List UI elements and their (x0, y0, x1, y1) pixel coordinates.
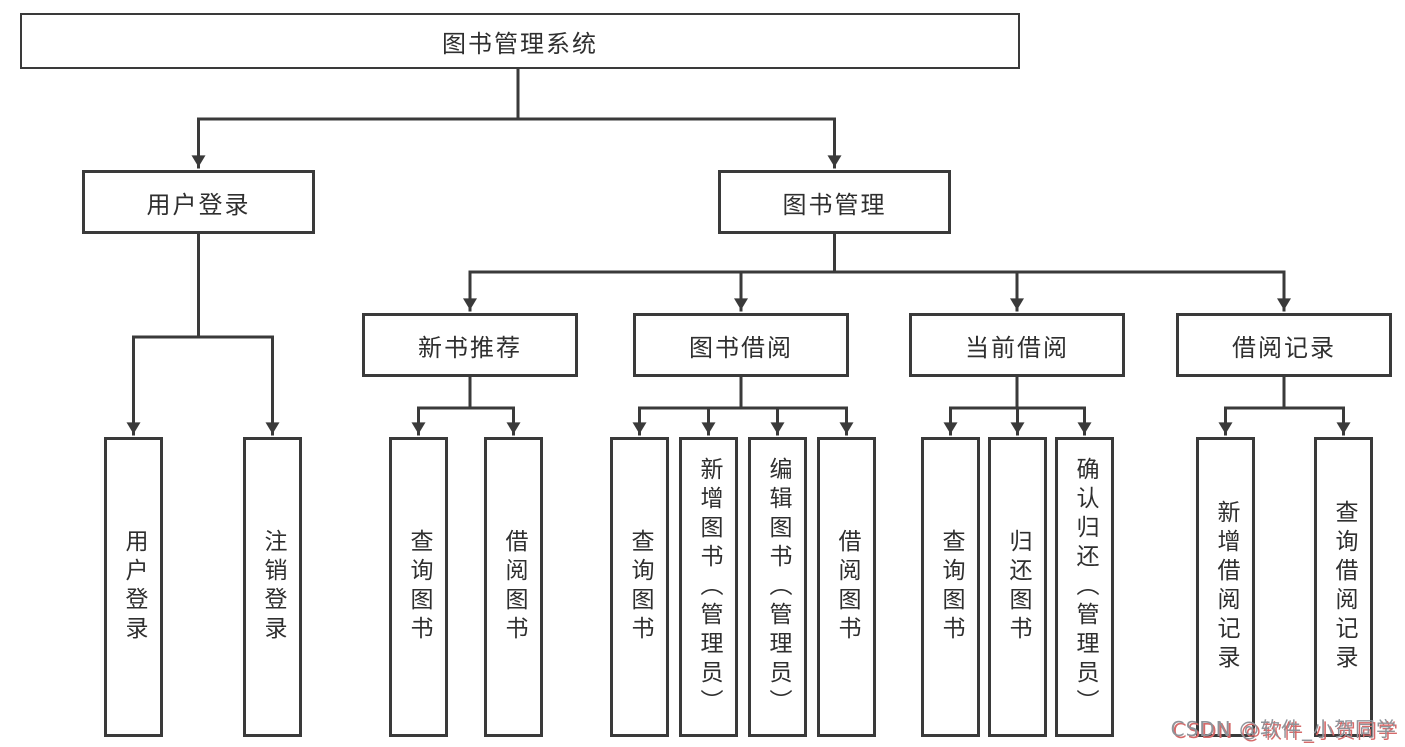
node-label: 查询图书 (627, 529, 653, 645)
node-label: 用户登录 (121, 529, 147, 645)
leaf-borrow-books: 借阅图书 (817, 437, 876, 737)
leaf-logout: 注销登录 (243, 437, 302, 737)
leaf-user-login: 用户登录 (104, 437, 163, 737)
node-label: 查询图书 (406, 529, 432, 645)
node-book-borrowing: 图书借阅 (633, 313, 849, 377)
node-label: 归还图书 (1005, 529, 1031, 645)
connector-borrowing-records-to-leaves (1218, 375, 1351, 436)
node-book-management: 图书管理 (718, 170, 951, 234)
leaf-borrow-books-recommend: 借阅图书 (484, 437, 543, 737)
connector-book-borrowing-to-leaves (632, 375, 854, 436)
node-borrowing-records: 借阅记录 (1176, 313, 1392, 377)
node-label: 图书管理 (782, 190, 887, 219)
connector-current-borrowing-to-leaves (943, 375, 1092, 436)
csdn-watermark: CSDN @软件_小贺同学 (1170, 717, 1397, 741)
node-label: 确认归还（管理员） (1072, 456, 1098, 718)
leaf-confirm-return-admin: 确认归还（管理员） (1055, 437, 1114, 737)
node-label: 图书管理系统 (442, 29, 598, 58)
leaf-edit-books-admin: 编辑图书（管理员） (748, 437, 807, 737)
node-label: 注销登录 (260, 529, 286, 645)
leaf-query-books-recommend: 查询图书 (389, 437, 448, 737)
node-label: 借阅图书 (834, 529, 860, 645)
leaf-query-books-borrow: 查询图书 (610, 437, 669, 737)
leaf-query-borrow-record: 查询借阅记录 (1314, 437, 1373, 737)
node-label: 查询借阅记录 (1331, 500, 1357, 674)
node-label: 查询图书 (938, 529, 964, 645)
node-label: 编辑图书（管理员） (765, 456, 791, 718)
node-current-borrowing: 当前借阅 (909, 313, 1125, 377)
node-label: 用户登录 (146, 190, 251, 219)
leaf-add-borrow-record: 新增借阅记录 (1196, 437, 1255, 737)
node-label: 图书借阅 (689, 333, 793, 362)
node-label: 借阅记录 (1232, 333, 1336, 362)
connector-book-management-to-level3 (463, 232, 1291, 312)
node-label: 新书推荐 (418, 333, 522, 362)
connector-user-login-to-leaves (126, 232, 280, 436)
leaf-query-books-current: 查询图书 (921, 437, 980, 737)
node-library-management-system: 图书管理系统 (20, 13, 1020, 69)
connector-new-book-recommendation-to-leaves (411, 375, 521, 436)
node-label: 借阅图书 (501, 529, 527, 645)
node-label: 新增借阅记录 (1213, 500, 1239, 674)
node-user-login: 用户登录 (82, 170, 315, 234)
leaf-return-books: 归还图书 (988, 437, 1047, 737)
node-label: 新增图书（管理员） (696, 456, 722, 718)
connector-root-to-level2 (191, 67, 842, 169)
leaf-add-books-admin: 新增图书（管理员） (679, 437, 738, 737)
node-new-book-recommendation: 新书推荐 (362, 313, 578, 377)
node-label: 当前借阅 (965, 333, 1069, 362)
